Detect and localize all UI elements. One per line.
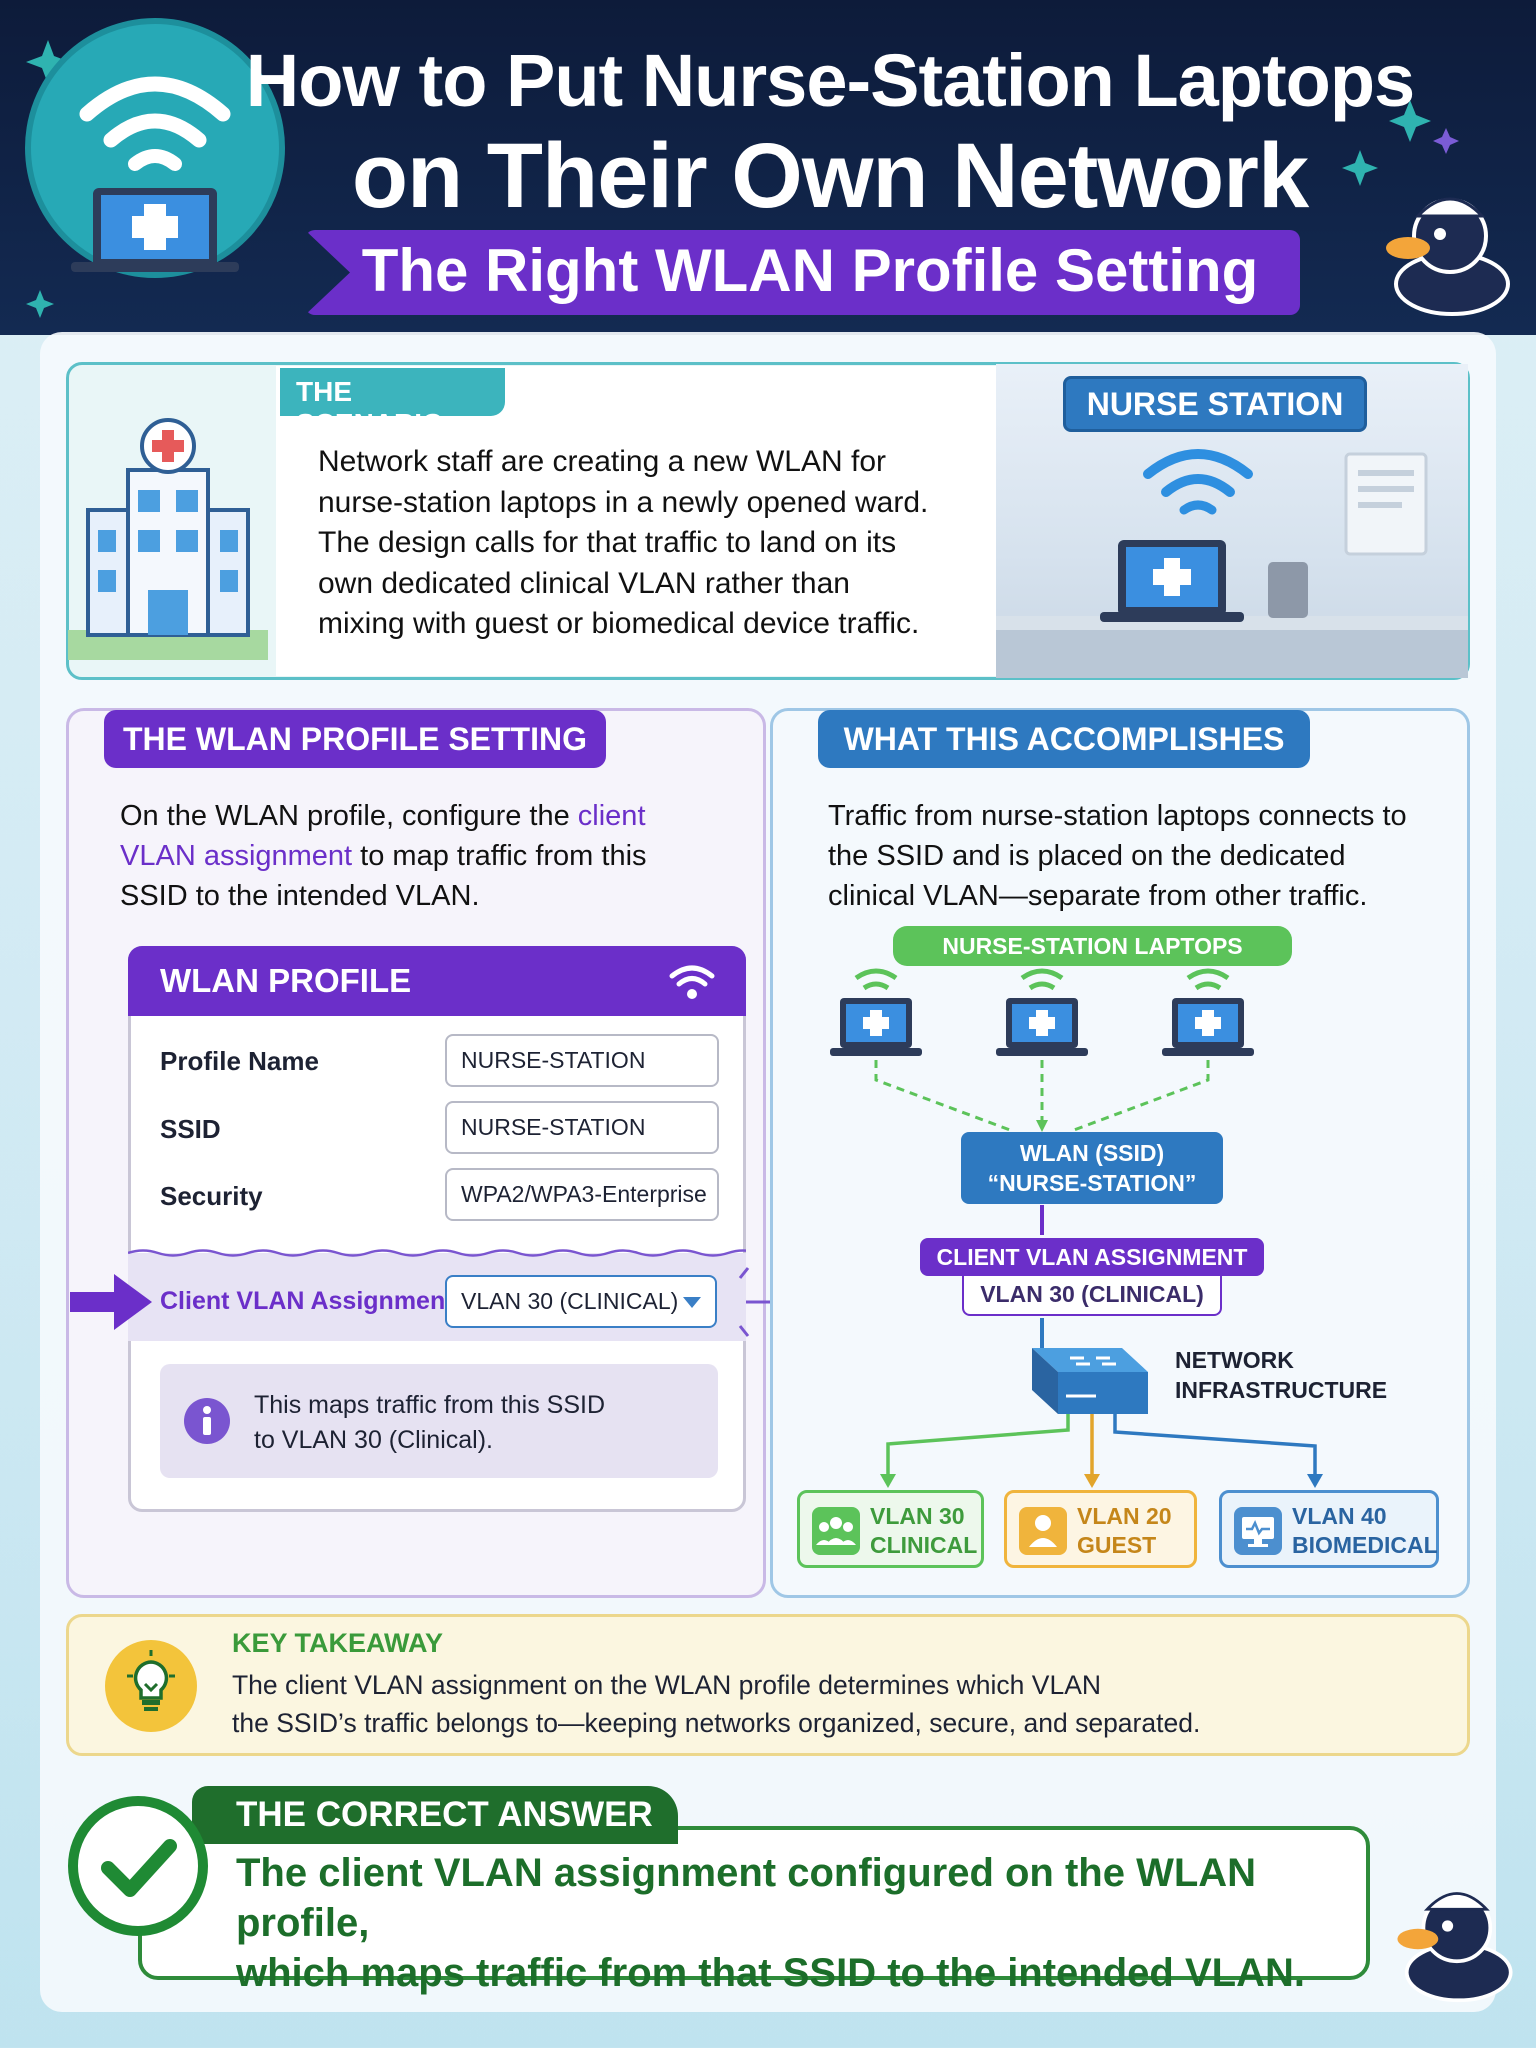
laptop-icon: [1162, 968, 1254, 1056]
desc-text: to map traffic from this SSID to the int…: [120, 840, 647, 912]
lightbulb-icon: [127, 1650, 175, 1711]
vlan-node-biomedical: VLAN 40 BIOMEDICAL: [1219, 1490, 1439, 1568]
vlan-name: BIOMEDICAL: [1292, 1532, 1438, 1558]
sailor-duck-icon: [1386, 197, 1510, 316]
hospital-building-icon: [68, 418, 268, 660]
infra-line: NETWORK: [1175, 1347, 1294, 1373]
info-line: to VLAN 30 (Clinical).: [254, 1426, 493, 1454]
laptop-icon: [830, 968, 922, 1056]
sailor-duck-icon: [1397, 1892, 1513, 2003]
cva-node: CLIENT VLAN ASSIGNMENT: [920, 1238, 1264, 1276]
cva-node-value: VLAN 30 (CLINICAL): [962, 1276, 1222, 1316]
chevron-down-icon[interactable]: [683, 1297, 701, 1308]
laptops-label: NURSE-STATION LAPTOPS: [893, 926, 1292, 966]
monitor-icon: [1234, 1507, 1282, 1555]
security-field[interactable]: WPA2/WPA3-Enterprise: [445, 1168, 719, 1221]
vlan-number: VLAN 40: [1292, 1503, 1387, 1529]
header-sparkles: [26, 40, 1459, 318]
vlan-node-guest: VLAN 20 GUEST: [1004, 1490, 1197, 1568]
wifi-icon: [669, 965, 715, 999]
person-icon: [1019, 1507, 1067, 1555]
page-title-line1: How to Put Nurse-Station Laptops: [245, 39, 1415, 122]
info-icon: [184, 1398, 230, 1444]
scenario-text-area: [276, 366, 996, 676]
scenario-line: Network staff are creating a new WLAN fo…: [318, 445, 887, 478]
check-badge: [68, 1796, 208, 1936]
client-vlan-label: Client VLAN Assignment: [160, 1287, 454, 1315]
wlan-setting-heading: THE WLAN PROFILE SETTING: [104, 710, 606, 768]
ssid-node-line: WLAN (SSID): [1019, 1140, 1165, 1166]
takeaway-line: the SSID’s traffic belongs to—keeping ne…: [232, 1708, 1201, 1738]
infra-line: INFRASTRUCTURE: [1175, 1377, 1388, 1403]
scenario-description: Network staff are creating a new WLAN fo…: [318, 442, 968, 645]
client-vlan-dropdown[interactable]: VLAN 30 (CLINICAL): [445, 1275, 717, 1328]
wlan-setting-description: On the WLAN profile, configure the clien…: [120, 796, 720, 916]
scenario-line: mixing with guest or biomedical device t…: [318, 607, 920, 640]
key-takeaway-text: The client VLAN assignment on the WLAN p…: [232, 1666, 1432, 1742]
laptop-icon: [996, 968, 1088, 1056]
desc-highlight: client VLAN assignment: [120, 800, 646, 872]
network-infrastructure-label: NETWORK INFRASTRUCTURE: [1175, 1345, 1395, 1405]
wlan-profile-header: [128, 946, 746, 1016]
info-note: [160, 1364, 718, 1478]
correct-answer-text: The client VLAN assignment configured on…: [236, 1848, 1346, 1998]
ssid-node: WLAN (SSID) “NURSE-STATION”: [961, 1132, 1223, 1204]
profile-name-label: Profile Name: [160, 1046, 319, 1076]
answer-line: which maps traffic from that SSID to the…: [236, 1951, 1305, 1995]
subtitle-banner: [305, 230, 1300, 315]
correct-answer-panel: [138, 1826, 1370, 1980]
vlan-number: VLAN 30: [870, 1503, 965, 1529]
scenario-line: nurse-station laptops in a newly opened …: [318, 485, 929, 519]
key-takeaway-heading: KEY TAKEAWAY: [232, 1628, 444, 1658]
network-switch-icon: [1032, 1348, 1148, 1414]
key-takeaway-panel: [66, 1614, 1470, 1756]
desc-text: On the WLAN profile, configure the: [120, 800, 578, 832]
arrow-right-icon: [70, 1274, 152, 1330]
wifi-laptop-icon: [71, 76, 239, 272]
answer-line: The client VLAN assignment configured on…: [236, 1851, 1257, 1945]
correct-answer-tag: THE CORRECT ANSWER: [192, 1786, 678, 1844]
vlan-node-clinical: VLAN 30 CLINICAL: [797, 1490, 984, 1568]
ssid-field[interactable]: NURSE-STATION: [445, 1101, 719, 1154]
people-icon: [812, 1507, 860, 1555]
nurse-station-label: NURSE STATION: [1063, 376, 1367, 432]
wavy-divider: [128, 1249, 746, 1257]
profile-name-field[interactable]: NURSE-STATION: [445, 1034, 719, 1087]
network-flow-diagram: [830, 968, 1323, 1488]
lightbulb-badge: [105, 1640, 197, 1732]
accomplish-heading: WHAT THIS ACCOMPLISHES: [818, 710, 1310, 768]
takeaway-line: The client VLAN assignment on the WLAN p…: [232, 1670, 1102, 1700]
info-note-text: This maps traffic from this SSID to VLAN…: [254, 1388, 694, 1458]
page-subtitle: The Right WLAN Profile Setting: [361, 237, 1259, 304]
emphasis-lines-icon: [738, 1267, 770, 1337]
info-line: This maps traffic from this SSID: [254, 1391, 606, 1419]
ssid-node-line: “NURSE-STATION”: [987, 1170, 1197, 1196]
scenario-line: own dedicated clinical VLAN rather than: [318, 566, 850, 600]
scenario-line: The design calls for that traffic to lan…: [318, 526, 897, 559]
scenario-tag: THE SCENARIO: [280, 368, 505, 439]
security-label: Security: [160, 1181, 263, 1211]
check-icon: [101, 1839, 177, 1897]
ssid-label: SSID: [160, 1114, 221, 1144]
vlan-name: CLINICAL: [870, 1532, 978, 1558]
page-title-line2: on Their Own Network: [351, 125, 1309, 227]
vlan-name: GUEST: [1077, 1532, 1157, 1558]
header-logo-circle: [25, 18, 285, 278]
nurse-station-scene: [996, 449, 1468, 678]
vlan-number: VLAN 20: [1077, 1503, 1172, 1529]
wlan-profile-title: WLAN PROFILE: [160, 962, 412, 999]
accomplish-description: Traffic from nurse-station laptops conne…: [828, 800, 1407, 912]
